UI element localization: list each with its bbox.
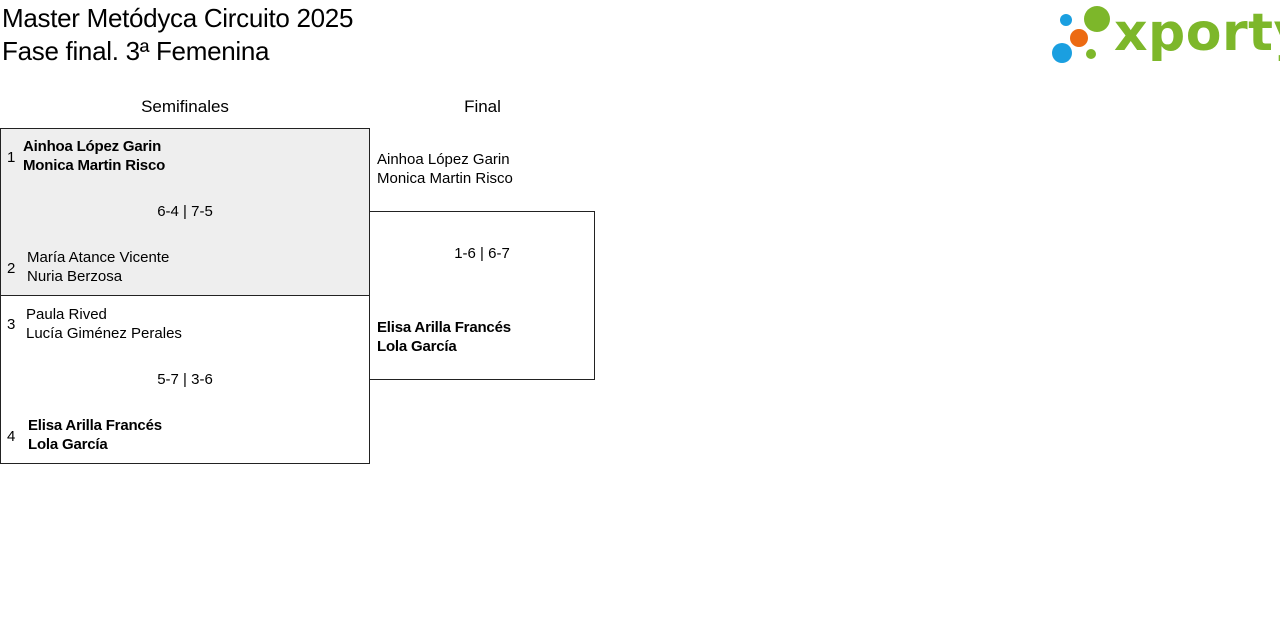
semifinal-1-top-pair: Ainhoa López Garin Monica Martin Risco bbox=[23, 137, 165, 175]
semifinal-match-2[interactable] bbox=[0, 295, 370, 464]
round-header-semifinals: Semifinales bbox=[141, 97, 229, 116]
logo-dot-blue-small bbox=[1060, 14, 1072, 26]
logo-dot-blue bbox=[1052, 43, 1072, 63]
seed-number: 4 bbox=[7, 428, 16, 445]
final-bottom-pair: Elisa Arilla Francés Lola García bbox=[377, 318, 511, 356]
logo-wordmark: xporty bbox=[1114, 3, 1280, 63]
category-title: Fase final. 3ª Femenina bbox=[2, 36, 270, 66]
seed-number: 3 bbox=[7, 316, 16, 333]
final-score: 1-6 | 6-7 bbox=[454, 245, 510, 262]
player-name: Nuria Berzosa bbox=[27, 268, 123, 285]
player-name: Monica Martin Risco bbox=[23, 157, 166, 174]
semifinal-2-bottom-pair: Elisa Arilla Francés Lola García bbox=[28, 416, 162, 454]
semifinal-2-score: 5-7 | 3-6 bbox=[157, 371, 213, 388]
logo-dot-green-large bbox=[1084, 6, 1110, 32]
semifinal-2-top-pair: Paula Rived Lucía Giménez Perales bbox=[26, 305, 182, 343]
player-name: Paula Rived bbox=[26, 306, 107, 323]
player-name: Elisa Arilla Francés bbox=[28, 417, 162, 434]
xporty-logo[interactable]: xporty bbox=[1050, 2, 1280, 68]
player-name: María Atance Vicente bbox=[27, 249, 170, 266]
semifinal-1-bottom-pair: María Atance Vicente Nuria Berzosa bbox=[27, 248, 169, 286]
logo-dot-orange bbox=[1070, 29, 1088, 47]
final-match[interactable] bbox=[369, 211, 595, 380]
logo-dot-green-small bbox=[1086, 49, 1096, 59]
player-name: Lola García bbox=[377, 338, 457, 355]
semifinal-match-1[interactable] bbox=[0, 128, 370, 296]
final-top-pair: Ainhoa López Garin Monica Martin Risco bbox=[377, 150, 513, 188]
semifinal-1-score: 6-4 | 7-5 bbox=[157, 203, 213, 220]
seed-number: 1 bbox=[7, 149, 16, 166]
player-name: Monica Martin Risco bbox=[377, 170, 513, 187]
seed-number: 2 bbox=[7, 260, 16, 277]
player-name: Elisa Arilla Francés bbox=[377, 319, 511, 336]
page-title: Master Metódyca Circuito 2025 Fase final… bbox=[2, 2, 353, 68]
tournament-title: Master Metódyca Circuito 2025 bbox=[2, 3, 354, 33]
player-name: Ainhoa López Garin bbox=[23, 138, 162, 155]
player-name: Lucía Giménez Perales bbox=[26, 325, 182, 342]
player-name: Ainhoa López Garin bbox=[377, 151, 510, 168]
player-name: Lola García bbox=[28, 436, 108, 453]
round-header-final: Final bbox=[464, 97, 501, 116]
